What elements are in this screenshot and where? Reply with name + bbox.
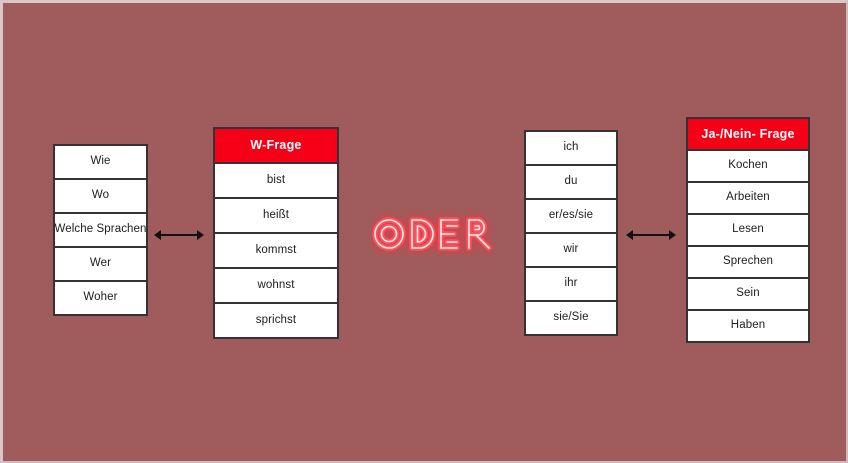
list-item[interactable]: Wie bbox=[53, 144, 148, 180]
list-item[interactable]: bist bbox=[213, 162, 339, 199]
ja-nein-frage-header: Ja-/Nein- Frage bbox=[686, 117, 810, 151]
w-frage-column: W-Frage bist heißt kommst wohnst sprichs… bbox=[213, 127, 339, 339]
double-arrow-icon-right bbox=[626, 229, 676, 241]
list-item[interactable]: Welche Sprachen bbox=[53, 212, 148, 248]
arrow-head-left bbox=[154, 230, 161, 240]
ja-nein-frage-column: Ja-/Nein- Frage Kochen Arbeiten Lesen Sp… bbox=[686, 117, 810, 343]
arrow-head-right bbox=[197, 230, 204, 240]
list-item[interactable]: sie/Sie bbox=[524, 300, 618, 336]
oder-conjunction bbox=[363, 203, 503, 265]
oder-neon-text-icon bbox=[371, 211, 495, 257]
arrow-head-left bbox=[626, 230, 633, 240]
arrow-head-right bbox=[669, 230, 676, 240]
list-item[interactable]: sprichst bbox=[213, 302, 339, 339]
question-words-column: Wie Wo Welche Sprachen Wer Woher bbox=[53, 144, 148, 316]
list-item[interactable]: du bbox=[524, 164, 618, 200]
list-item[interactable]: Wo bbox=[53, 178, 148, 214]
list-item[interactable]: kommst bbox=[213, 232, 339, 269]
list-item[interactable]: Lesen bbox=[686, 213, 810, 247]
list-item[interactable]: heißt bbox=[213, 197, 339, 234]
list-item[interactable]: wohnst bbox=[213, 267, 339, 304]
list-item[interactable]: Haben bbox=[686, 309, 810, 343]
list-item[interactable]: Kochen bbox=[686, 149, 810, 183]
list-item[interactable]: er/es/sie bbox=[524, 198, 618, 234]
list-item[interactable]: ihr bbox=[524, 266, 618, 302]
list-item[interactable]: Sein bbox=[686, 277, 810, 311]
list-item[interactable]: Wer bbox=[53, 246, 148, 282]
w-frage-header: W-Frage bbox=[213, 127, 339, 164]
arrow-shaft bbox=[159, 234, 199, 236]
pronouns-column: ich du er/es/sie wir ihr sie/Sie bbox=[524, 130, 618, 336]
arrow-shaft bbox=[631, 234, 671, 236]
list-item[interactable]: ich bbox=[524, 130, 618, 166]
list-item[interactable]: Woher bbox=[53, 280, 148, 316]
list-item[interactable]: Arbeiten bbox=[686, 181, 810, 215]
list-item[interactable]: Sprechen bbox=[686, 245, 810, 279]
list-item[interactable]: wir bbox=[524, 232, 618, 268]
double-arrow-icon-left bbox=[154, 229, 204, 241]
